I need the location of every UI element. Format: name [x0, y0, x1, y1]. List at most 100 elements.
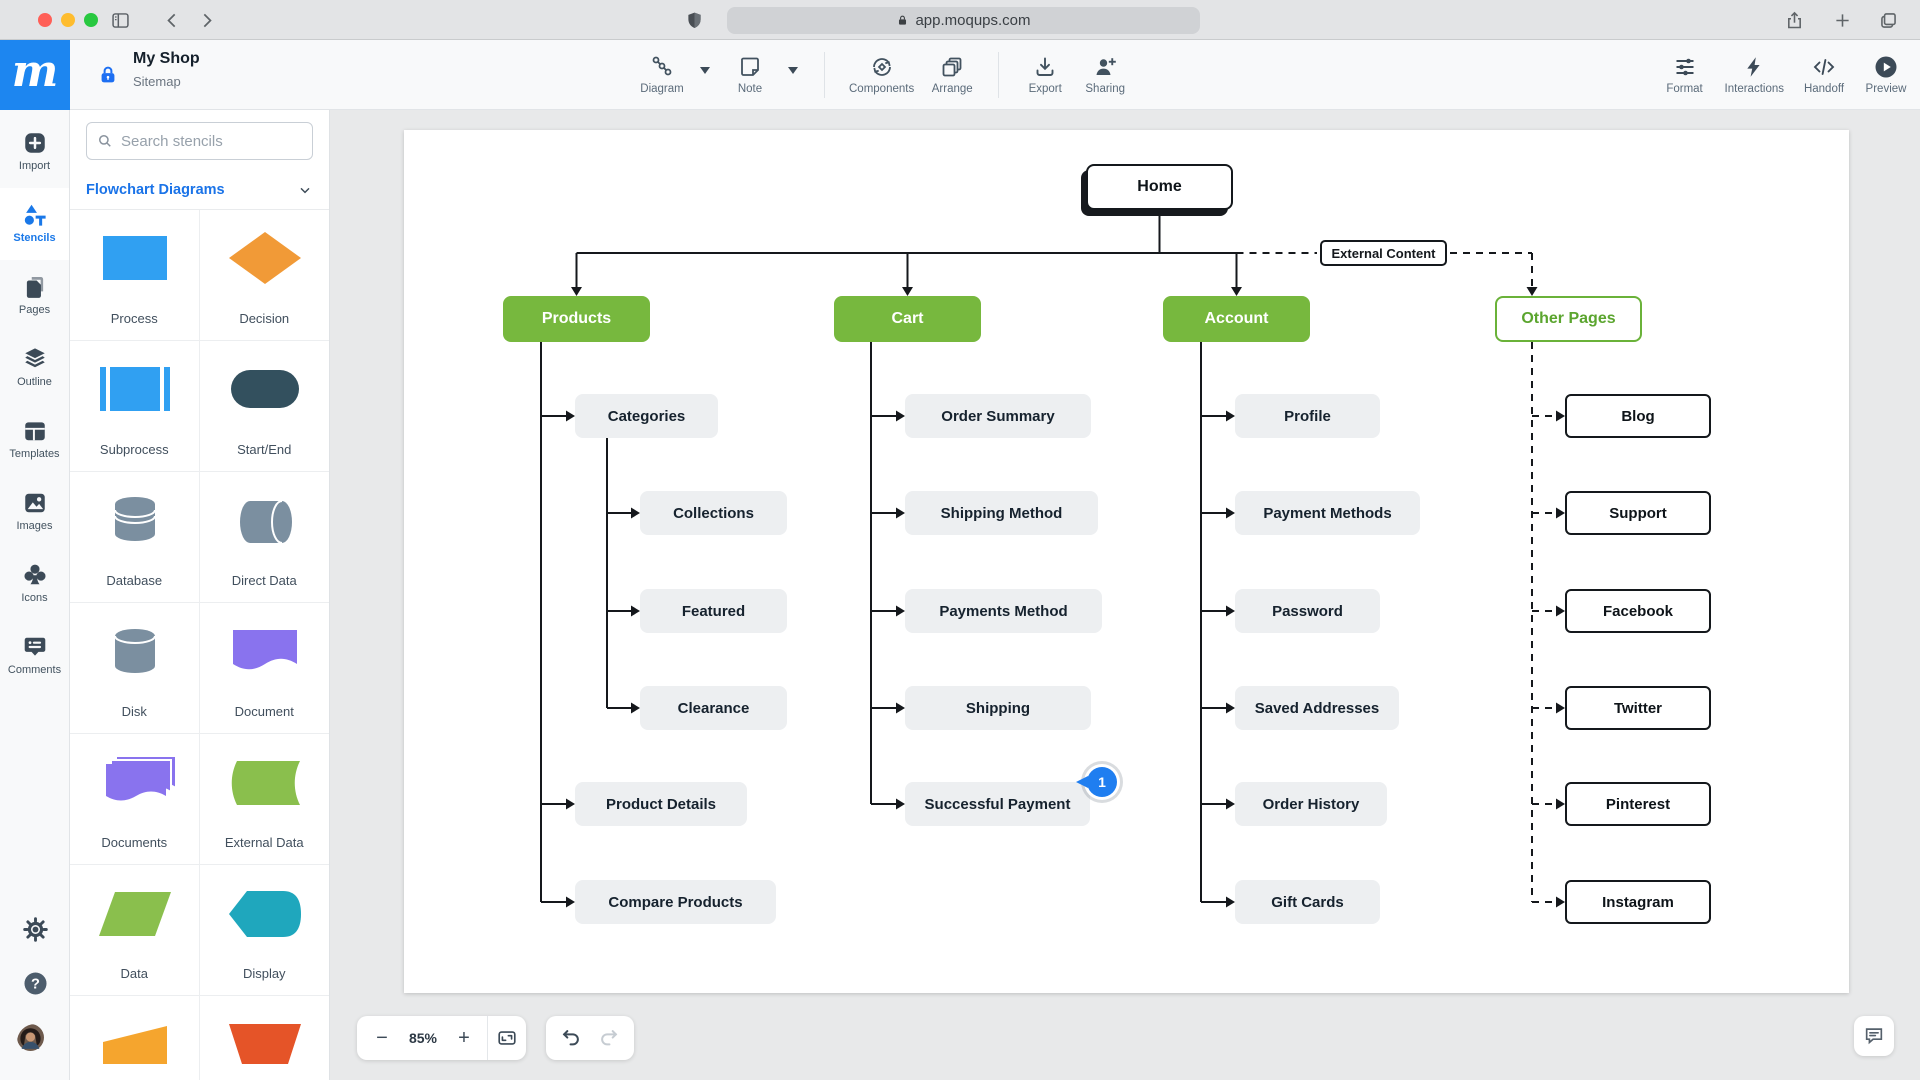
- node-support[interactable]: Support: [1565, 491, 1711, 535]
- stencil-documents[interactable]: Documents: [70, 734, 200, 865]
- stencil-start-end[interactable]: Start/End: [199, 341, 329, 472]
- node-password[interactable]: Password: [1235, 589, 1380, 633]
- toolbar-handoff-button[interactable]: Handoff: [1802, 55, 1846, 95]
- node-products[interactable]: Products: [503, 296, 650, 342]
- window-minimize-button[interactable]: [61, 13, 75, 27]
- note-dropdown-caret[interactable]: [788, 61, 800, 74]
- interactions-icon: [1742, 55, 1766, 79]
- node-cart[interactable]: Cart: [834, 296, 981, 342]
- toolbar-components-button[interactable]: Components: [849, 55, 914, 95]
- node-clearance[interactable]: Clearance: [640, 686, 787, 730]
- toolbar-sharing-button[interactable]: Sharing: [1083, 55, 1127, 95]
- node-twitter[interactable]: Twitter: [1565, 686, 1711, 730]
- sidebar-item-pages[interactable]: Pages: [0, 260, 69, 332]
- sidebar-item-comments[interactable]: Comments: [0, 620, 69, 692]
- stencil-database[interactable]: Database: [70, 472, 200, 603]
- new-tab-icon[interactable]: [1830, 8, 1854, 32]
- node-facebook[interactable]: Facebook: [1565, 589, 1711, 633]
- node-external-content[interactable]: External Content: [1320, 240, 1447, 266]
- node-pinterest[interactable]: Pinterest: [1565, 782, 1711, 826]
- stencil-decision[interactable]: Decision: [199, 210, 329, 341]
- document-shape-icon: [232, 630, 297, 670]
- document-title[interactable]: My Shop: [133, 50, 200, 67]
- node-shipping[interactable]: Shipping: [905, 686, 1091, 730]
- node-collections[interactable]: Collections: [640, 491, 787, 535]
- toolbar-format-button[interactable]: Format: [1663, 55, 1707, 95]
- undo-button[interactable]: [552, 1016, 590, 1060]
- tab-overview-icon[interactable]: [1876, 8, 1900, 32]
- node-featured[interactable]: Featured: [640, 589, 787, 633]
- sidebar-item-stencils[interactable]: Stencils: [0, 188, 69, 260]
- node-order-summary[interactable]: Order Summary: [905, 394, 1091, 438]
- node-account[interactable]: Account: [1163, 296, 1310, 342]
- node-categories[interactable]: Categories: [575, 394, 718, 438]
- node-compare-products[interactable]: Compare Products: [575, 880, 776, 924]
- zoom-out-button[interactable]: −: [376, 1026, 388, 1049]
- diagram-connectors: [540, 210, 1565, 908]
- help-icon[interactable]: ?: [22, 970, 49, 1002]
- stencil-manualinput[interactable]: [70, 996, 200, 1080]
- stencil-process[interactable]: Process: [70, 210, 200, 341]
- stencil-manualoperation[interactable]: [200, 996, 330, 1080]
- node-gift-cards[interactable]: Gift Cards: [1235, 880, 1380, 924]
- toolbar-note-button[interactable]: Note: [728, 55, 772, 95]
- stencil-section-header[interactable]: Flowchart Diagrams: [70, 170, 329, 210]
- moqups-logo[interactable]: m: [0, 40, 70, 110]
- toolbar-interactions-button[interactable]: Interactions: [1725, 55, 1784, 95]
- window-zoom-button[interactable]: [84, 13, 98, 27]
- node-order-history[interactable]: Order History: [1235, 782, 1387, 826]
- comment-fab-button[interactable]: [1854, 1016, 1894, 1056]
- stencil-direct-data[interactable]: Direct Data: [199, 472, 329, 603]
- stencil-display[interactable]: Display: [199, 865, 329, 996]
- settings-gear-icon[interactable]: [22, 916, 49, 948]
- node-home[interactable]: Home: [1086, 164, 1233, 210]
- stencil-document[interactable]: Document: [199, 603, 329, 734]
- disk-shape-icon: [114, 629, 156, 673]
- node-payment-methods[interactable]: Payment Methods: [1235, 491, 1420, 535]
- node-instagram[interactable]: Instagram: [1565, 880, 1711, 924]
- zoom-controls: − 85% +: [357, 1016, 526, 1060]
- stencil-data[interactable]: Data: [70, 865, 200, 996]
- database-shape-icon: [114, 497, 156, 541]
- sidebar-item-icons[interactable]: Icons: [0, 548, 69, 620]
- stencil-disk[interactable]: Disk: [70, 603, 200, 734]
- node-shipping-method[interactable]: Shipping Method: [905, 491, 1098, 535]
- stencil-search: [86, 122, 313, 160]
- node-profile[interactable]: Profile: [1235, 394, 1380, 438]
- node-other-pages[interactable]: Other Pages: [1495, 296, 1642, 342]
- node-blog[interactable]: Blog: [1565, 394, 1711, 438]
- comment-badge[interactable]: 1: [1076, 767, 1117, 797]
- node-product-details[interactable]: Product Details: [575, 782, 747, 826]
- address-bar[interactable]: app.moqups.com: [727, 7, 1200, 34]
- stencil-subprocess[interactable]: Subprocess: [70, 341, 200, 472]
- zoom-in-button[interactable]: +: [458, 1026, 470, 1049]
- stencil-external-data[interactable]: External Data: [199, 734, 329, 865]
- chat-bubble-icon: [1865, 1028, 1883, 1045]
- node-payments-method[interactable]: Payments Method: [905, 589, 1102, 633]
- sidebar-item-outline[interactable]: Outline: [0, 332, 69, 404]
- browser-back-button[interactable]: [160, 8, 184, 32]
- sidebar-item-import[interactable]: Import: [0, 116, 69, 188]
- sidebar-item-images[interactable]: Images: [0, 476, 69, 548]
- window-close-button[interactable]: [38, 13, 52, 27]
- sidebar-item-templates[interactable]: Templates: [0, 404, 69, 476]
- redo-button[interactable]: [590, 1016, 628, 1060]
- diagram-dropdown-caret[interactable]: [700, 61, 712, 74]
- privacy-shield-icon[interactable]: [682, 8, 706, 32]
- node-saved-addresses[interactable]: Saved Addresses: [1235, 686, 1399, 730]
- toolbar-diagram-button[interactable]: Diagram: [640, 55, 684, 95]
- sidebar-toggle-icon[interactable]: [108, 8, 132, 32]
- toolbar-divider: [824, 52, 825, 98]
- import-icon: [22, 130, 48, 156]
- search-input[interactable]: [86, 122, 313, 160]
- zoom-to-fit-button[interactable]: [488, 1016, 526, 1060]
- share-icon[interactable]: [1782, 8, 1806, 32]
- toolbar-arrange-button[interactable]: Arrange: [930, 55, 974, 95]
- browser-forward-button[interactable]: [194, 8, 218, 32]
- toolbar-export-button[interactable]: Export: [1023, 55, 1067, 95]
- toolbar-preview-button[interactable]: Preview: [1864, 55, 1908, 95]
- user-avatar[interactable]: [17, 1024, 53, 1060]
